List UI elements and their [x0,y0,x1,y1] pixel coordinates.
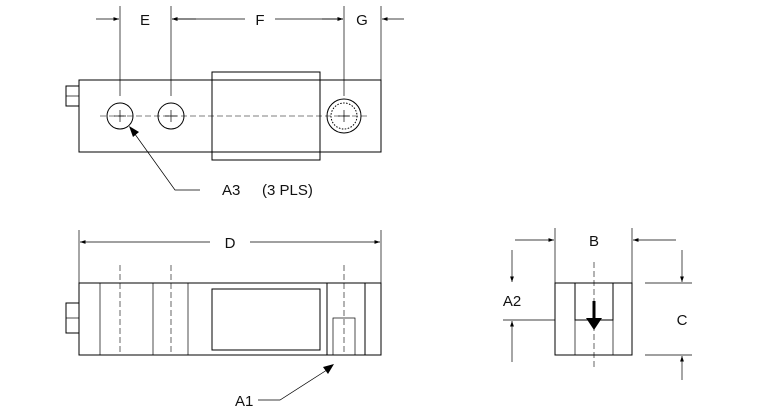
label-b: B [589,233,599,250]
label-d: D [225,235,236,252]
load-direction-arrow-icon [586,301,602,330]
dimension-e: E [96,12,196,29]
dimension-g: G [322,12,404,29]
label-a1: A1 [235,393,253,410]
label-a3: A3 [222,182,240,199]
dimension-b: B [515,233,676,250]
label-e: E [140,12,150,29]
leader-a3: A3 (3 PLS) [129,126,313,199]
dimension-c: C [677,250,688,380]
front-view: D A1 [65,230,382,410]
label-c: C [677,312,688,329]
label-f: F [255,12,264,29]
beam-front-outline [78,282,382,356]
beam-top-outline [78,79,382,153]
leader-a1: A1 [235,364,334,410]
top-view: E F G [65,6,404,199]
dimension-a2: A2 [503,250,521,362]
load-hole [326,98,362,134]
mounting-hole-2 [157,102,185,130]
dimension-d: D [80,235,380,252]
label-a2: A2 [503,293,521,310]
label-g: G [356,12,368,29]
strain-section-front [211,288,321,351]
dimension-f: F [172,12,343,29]
label-a3-note: (3 PLS) [262,182,313,199]
mounting-hole-1 [106,102,134,130]
beam-end-outline [554,282,633,356]
end-view: B A2 C [503,228,692,380]
